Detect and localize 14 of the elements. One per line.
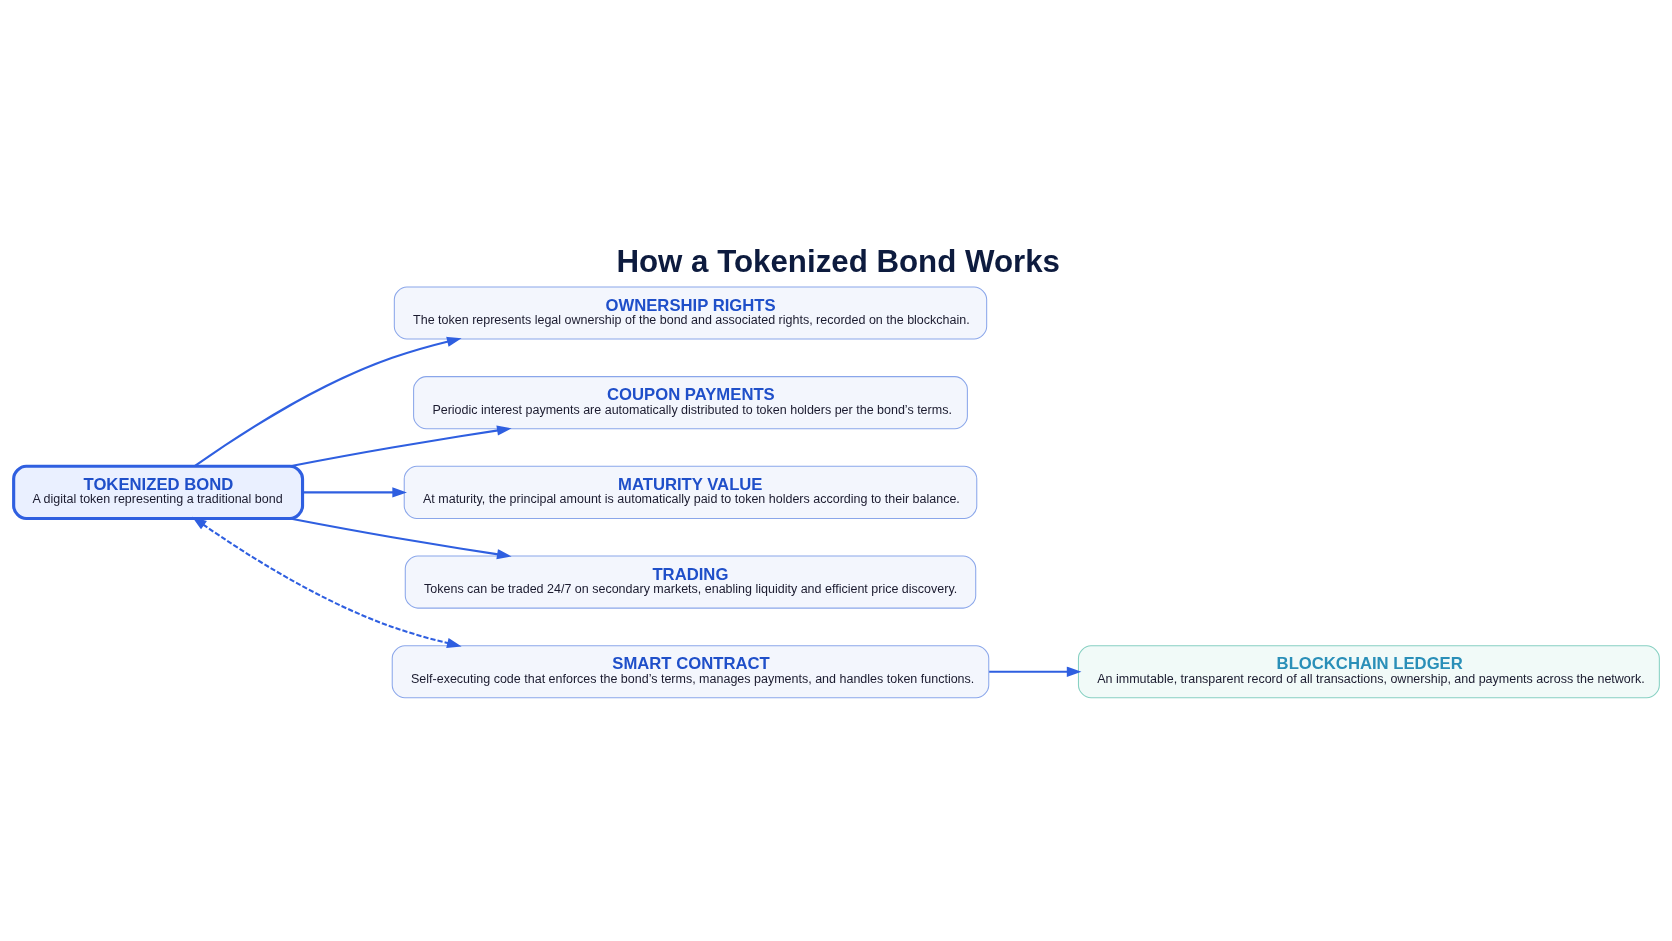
arrow [988,666,1081,677]
diagram-title: How a Tokenized Bond Works [615,243,1060,279]
arrow [191,516,462,648]
arrow [302,486,407,497]
node-box: COUPON PAYMENTS Periodic interest payments are automatically distributed to token holders per the bond’s terms. [412,375,968,429]
node-box: MATURITY VALUE At maturity, the principal amount is automatically paid to token holders according to their balance. [403,465,977,519]
arrow [289,516,512,559]
node-box: TRADING Tokens can be traded 24/7 on secondary markets, enabling liquidity and efficient price discovery. [404,555,976,609]
arrow [289,424,512,467]
node-box: OWNERSHIP RIGHTS The token represents legal ownership of the bond and associated rights, recorded on the blockchain. [393,285,987,340]
node-box: BLOCKCHAIN LEDGER An immutable, transparent record of all transactions, ownership, and payments across the network. [1077,644,1660,698]
arrow [193,336,462,467]
node-box: SMART CONTRACT Self-executing code that enforces the bond’s terms, manages payments, and handles token functions. [391,644,989,698]
node-box: TOKENIZED BOND A digital token representing a traditional bond [11,464,304,520]
